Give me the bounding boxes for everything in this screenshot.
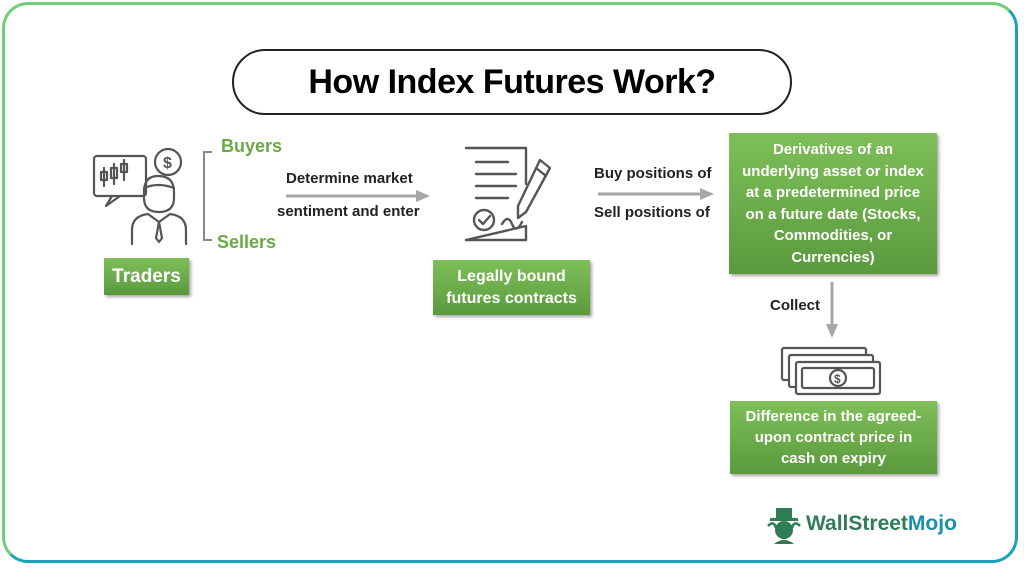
derivatives-line: Commodities, or [773,227,893,244]
brand-wall: Wall [806,512,849,535]
arrow2-label-top: Buy positions of [594,165,712,182]
difference-box: Difference in the agreed- upon contract … [730,401,937,474]
arrow2-label-bottom: Sell positions of [594,204,710,221]
arrow-right-2 [598,188,714,200]
arrow1-label-bottom: sentiment and enter [277,203,420,220]
title-pill: How Index Futures Work? [232,49,792,115]
cash-icon: $ [780,346,882,396]
derivatives-line: Currencies) [791,248,875,266]
contracts-line2: futures contracts [446,289,577,307]
arrow-right-1 [286,190,430,202]
derivatives-box: Derivatives of an underlying asset or in… [729,133,937,274]
difference-line: Difference in the agreed- [745,408,922,425]
sellers-label: Sellers [217,232,277,252]
svg-text:$: $ [163,155,172,172]
contracts-line1: Legally bound [457,267,566,285]
derivatives-line: underlying asset or index [742,162,924,180]
arrow1-label-top: Determine market [286,170,413,187]
svg-text:$: $ [834,372,841,386]
page-title: How Index Futures Work? [308,62,716,101]
wallstreetmojo-logo-icon [767,508,801,544]
arrow-down [826,282,838,338]
collect-label: Collect [770,297,821,314]
difference-line: upon contract price in [754,429,913,446]
brand-name: WallStreetMojo [806,512,957,536]
difference-line: cash on expiry [780,450,887,467]
trader-icon: $ [92,147,188,246]
brand-street: Street [848,512,908,535]
contracts-box: Legally bound futures contracts [433,260,590,315]
contract-icon [464,146,552,242]
traders-label: Traders [112,265,181,287]
traders-box: Traders [104,258,189,295]
buyers-label: Buyers [221,136,283,156]
brand-mojo: Mojo [907,512,957,535]
buyers-sellers-bracket [203,151,212,241]
derivatives-line: Derivatives of an [772,141,894,158]
derivatives-line: at a predetermined price [745,184,921,201]
derivatives-line: on a future date (Stocks, [745,205,921,223]
